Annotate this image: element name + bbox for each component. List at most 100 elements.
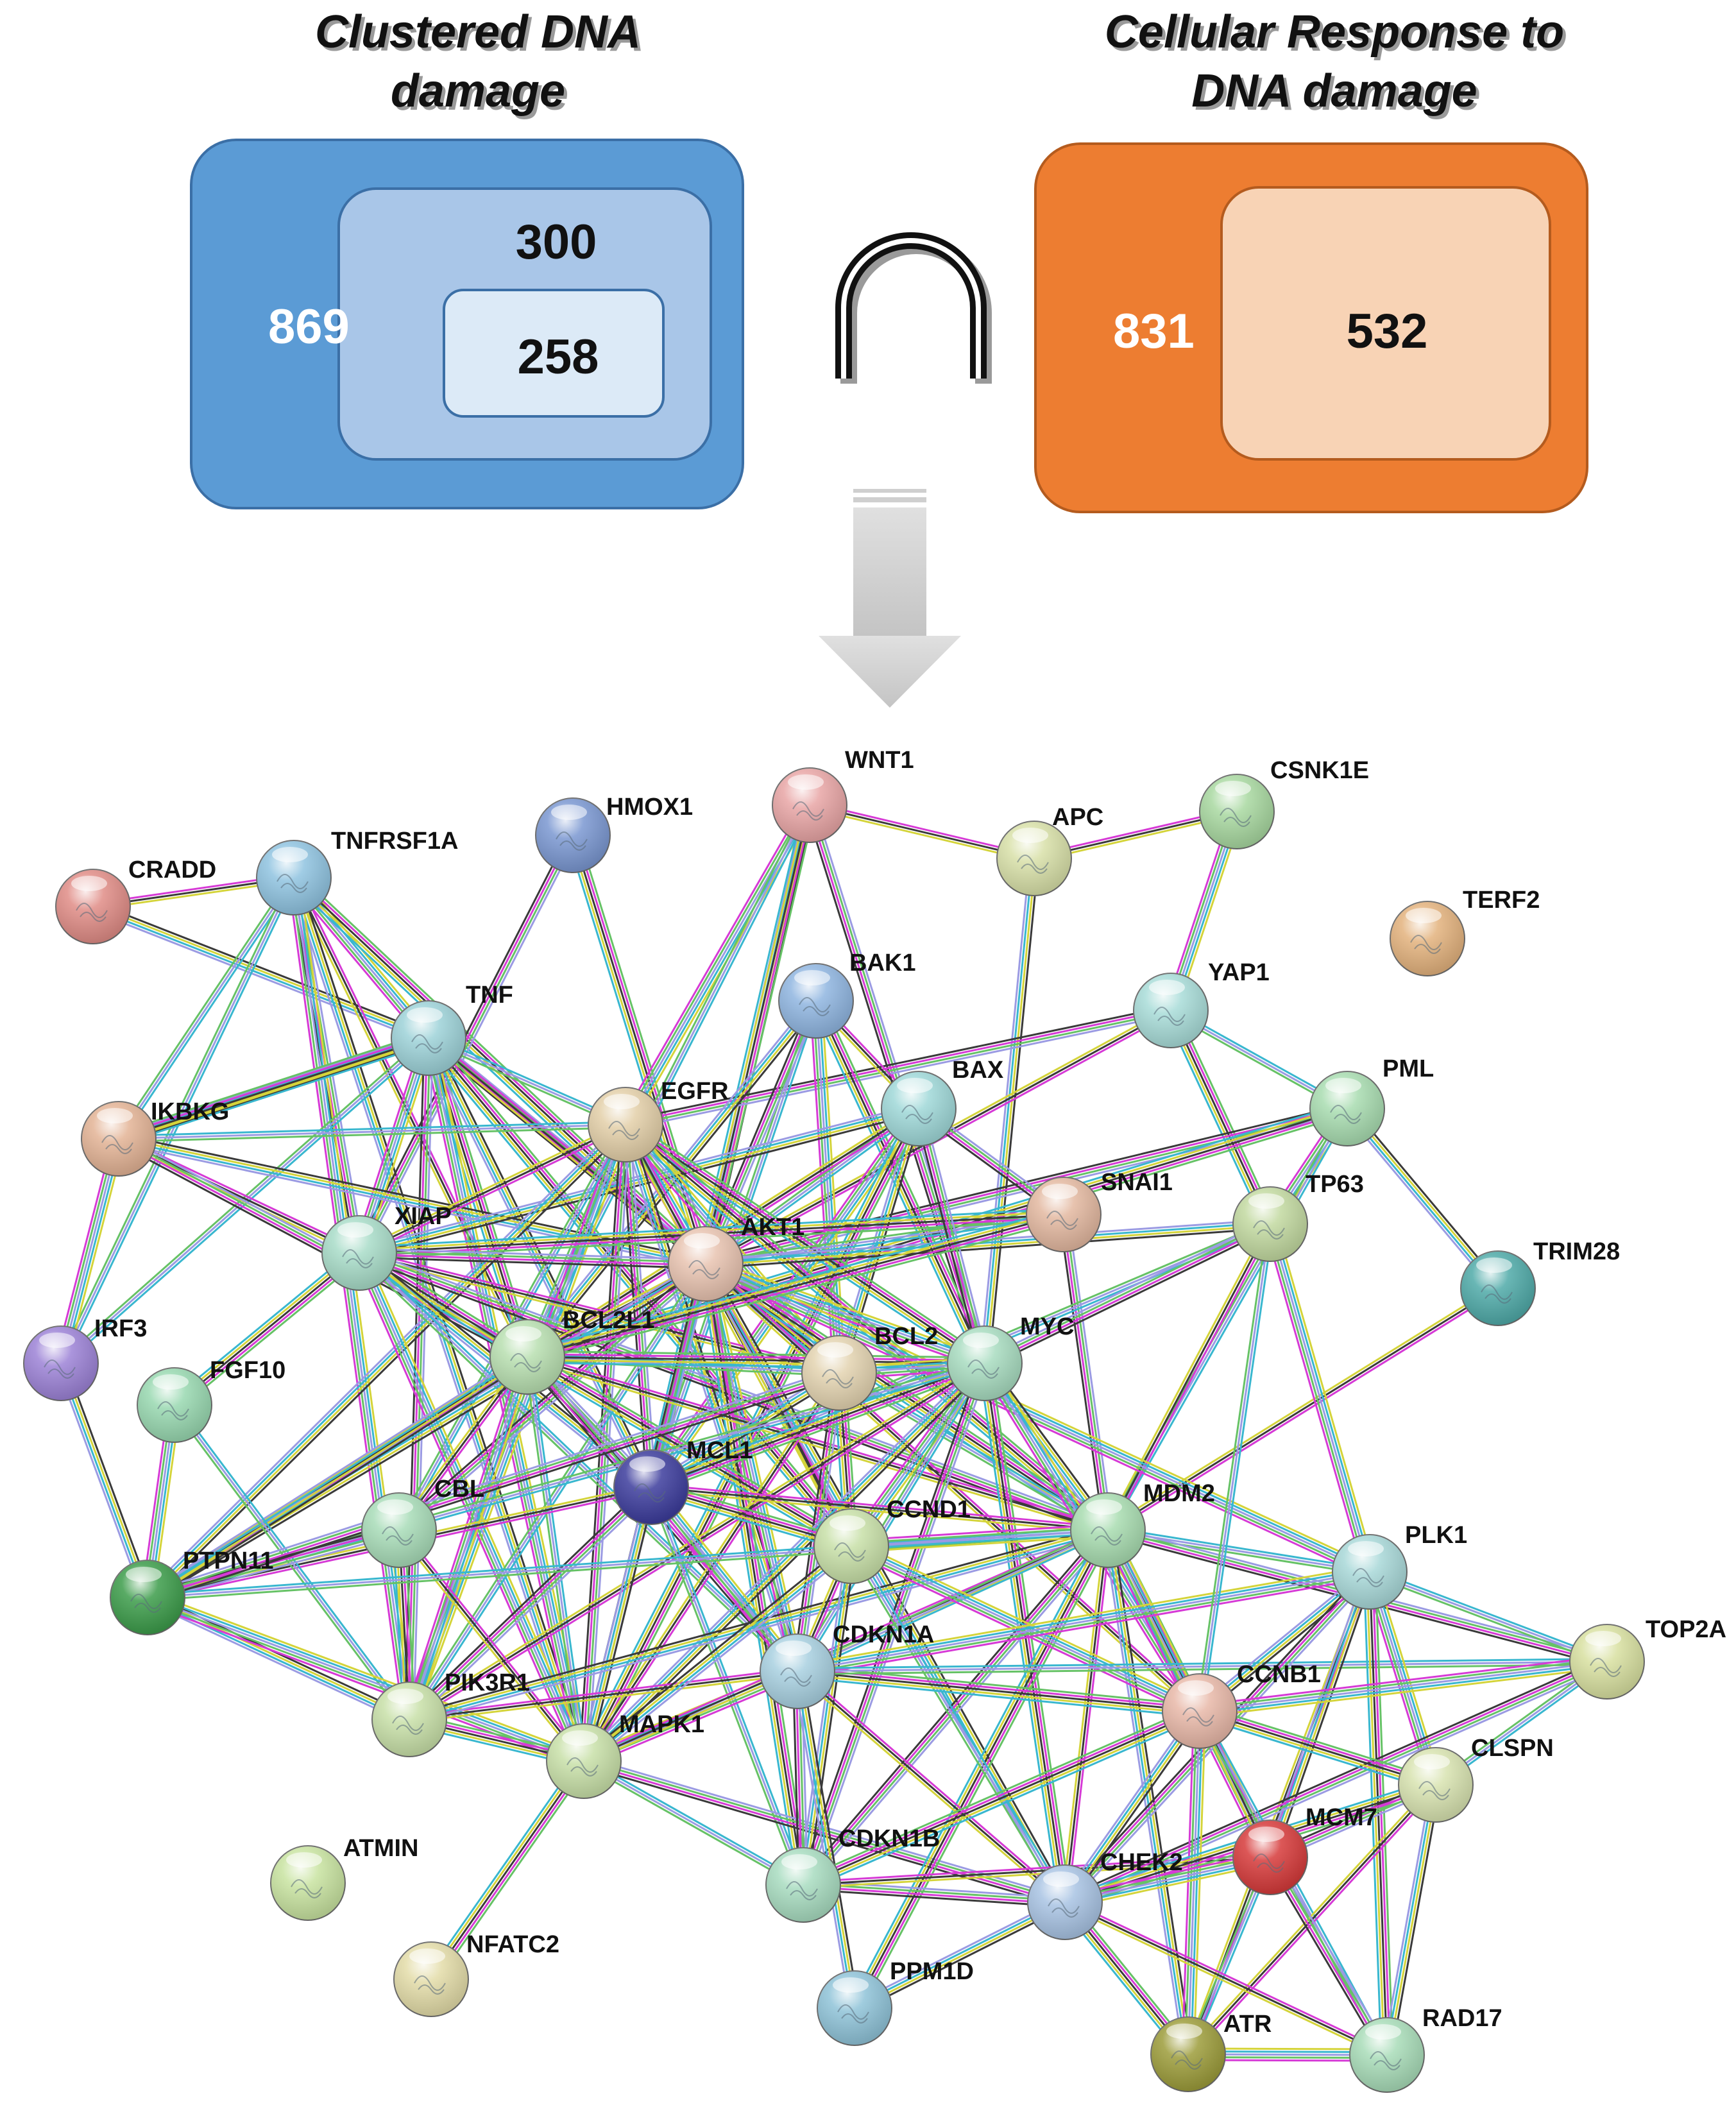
edge-line (647, 1263, 704, 1487)
node-akt1[interactable]: AKT1 (668, 1214, 804, 1302)
node-gloss (760, 1634, 835, 1709)
node-plk1[interactable]: PLK1 (1332, 1522, 1467, 1610)
edge-line (1064, 1659, 1607, 1902)
node-ptpn11[interactable]: PTPN11 (110, 1547, 274, 1635)
node-ccnd1[interactable]: CCND1 (813, 1496, 971, 1584)
node-pik3r1[interactable]: PIK3R1 (371, 1669, 530, 1757)
node-top2a[interactable]: TOP2A (1569, 1616, 1726, 1700)
node-bcl2[interactable]: BCL2 (801, 1323, 938, 1411)
edge-line (527, 1213, 1064, 1358)
protein-structure-icon (277, 874, 309, 893)
node-myc[interactable]: MYC (947, 1313, 1074, 1401)
node-bak1[interactable]: BAK1 (778, 950, 915, 1039)
edge-line (851, 1523, 1108, 1542)
node-tp63[interactable]: TP63 (1232, 1171, 1364, 1262)
node-cdkn1b[interactable]: CDKN1B (765, 1825, 940, 1923)
node-mapk1[interactable]: MAPK1 (546, 1711, 704, 1799)
node-cdkn1a[interactable]: CDKN1A (760, 1621, 934, 1709)
node-pml[interactable]: PML (1309, 1055, 1434, 1147)
node-cbl[interactable]: CBL (361, 1476, 484, 1568)
edge-line (623, 1126, 1107, 1533)
edge-line (1273, 1573, 1375, 1859)
node-label: NFATC2 (466, 1931, 559, 1958)
node-highlight (71, 876, 107, 891)
node-terf2[interactable]: TERF2 (1390, 887, 1540, 976)
edge-line (1266, 1224, 1368, 1573)
node-xiap[interactable]: XIAP (321, 1203, 452, 1291)
edge-line (295, 876, 531, 1356)
node-highlight (407, 1007, 443, 1023)
node-mcm7[interactable]: MCM7 (1232, 1804, 1377, 1895)
node-clspn[interactable]: CLSPN (1398, 1735, 1554, 1823)
edge-line (707, 1263, 801, 1671)
edge-line (427, 1037, 585, 1762)
node-cradd[interactable]: CRADD (55, 857, 216, 944)
edge-line (583, 1760, 804, 1886)
node-tnf[interactable]: TNF (391, 982, 513, 1076)
node-gloss (814, 1509, 889, 1583)
node-yap1[interactable]: YAP1 (1133, 959, 1270, 1048)
protein-structure-icon (510, 1353, 542, 1372)
node-highlight (272, 847, 308, 862)
edge-line (148, 1125, 627, 1599)
edge-SNAI1-BCL2L1 (525, 1207, 1066, 1364)
node-highlight (684, 1233, 720, 1249)
edge-TP63-PLK1 (1263, 1222, 1377, 1574)
edge-line (703, 1000, 816, 1264)
node-hmox1[interactable]: HMOX1 (535, 794, 693, 873)
node-wnt1[interactable]: WNT1 (772, 747, 914, 843)
node-gloss (948, 1326, 1022, 1401)
node-fgf10[interactable]: FGF10 (137, 1357, 285, 1443)
node-label: CHEK2 (1100, 1849, 1183, 1876)
edge-line (353, 1036, 424, 1252)
edge-line (145, 1600, 408, 1725)
edge-line (702, 1264, 796, 1673)
edge-line (706, 1109, 1348, 1266)
edge-line (798, 1576, 1371, 1678)
node-mdm2[interactable]: MDM2 (1070, 1480, 1215, 1568)
node-egfr[interactable]: EGFR (588, 1078, 729, 1163)
node-ccnb1[interactable]: CCNB1 (1162, 1661, 1321, 1749)
edge-BCL2L1-MAPK1 (523, 1356, 588, 1762)
node-tnfrsf1a[interactable]: TNFRSF1A (256, 828, 458, 916)
edge-line (527, 1353, 1109, 1529)
node-rad17[interactable]: RAD17 (1349, 2005, 1502, 2093)
node-highlight (1042, 1184, 1078, 1199)
node-csnk1e[interactable]: CSNK1E (1199, 757, 1369, 849)
node-snai1[interactable]: SNAI1 (1026, 1169, 1173, 1252)
edge-line (586, 1549, 855, 1766)
node-chek2[interactable]: CHEK2 (1027, 1849, 1183, 1940)
edge-PTPN11-MDM2 (147, 1526, 1109, 1601)
edge-line (620, 1125, 794, 1673)
node-atr[interactable]: ATR (1150, 2011, 1272, 2092)
node-irf3[interactable]: IRF3 (23, 1315, 147, 1401)
edge-line (395, 1259, 704, 1528)
node-atmin[interactable]: ATMIN (270, 1835, 419, 1921)
edge-line (148, 1533, 401, 1603)
node-ppm1d[interactable]: PPM1D (817, 1958, 974, 2046)
edge-CDKN1A-PLK1 (796, 1565, 1371, 1678)
edge-line (1197, 1716, 1434, 1792)
node-bax[interactable]: BAX (881, 1057, 1004, 1147)
edge-line (146, 1599, 583, 1765)
node-trim28[interactable]: TRIM28 (1460, 1238, 1620, 1326)
edge-line (848, 1527, 1104, 2006)
edge-line (148, 1373, 840, 1600)
node-mcl1[interactable]: MCL1 (613, 1437, 753, 1525)
edge-line (523, 1357, 583, 1762)
edge-line (428, 1759, 583, 1979)
left-inner-box (443, 289, 665, 418)
edge-line (983, 1222, 1270, 1363)
edge-line (705, 1263, 1109, 1531)
node-nfatc2[interactable]: NFATC2 (393, 1931, 559, 2017)
edge-line (295, 874, 709, 1263)
edge-line (405, 1483, 649, 1718)
protein-structure-icon (157, 1401, 189, 1420)
node-highlight (126, 1567, 162, 1582)
edge-line (1164, 1012, 1266, 1227)
node-apc[interactable]: APC (996, 804, 1103, 896)
node-label: TNFRSF1A (331, 828, 458, 855)
node-label: EGFR (661, 1078, 729, 1105)
node-ikbkg[interactable]: IKBKG (81, 1098, 229, 1177)
node-bcl2l1[interactable]: BCL2L1 (489, 1307, 655, 1395)
